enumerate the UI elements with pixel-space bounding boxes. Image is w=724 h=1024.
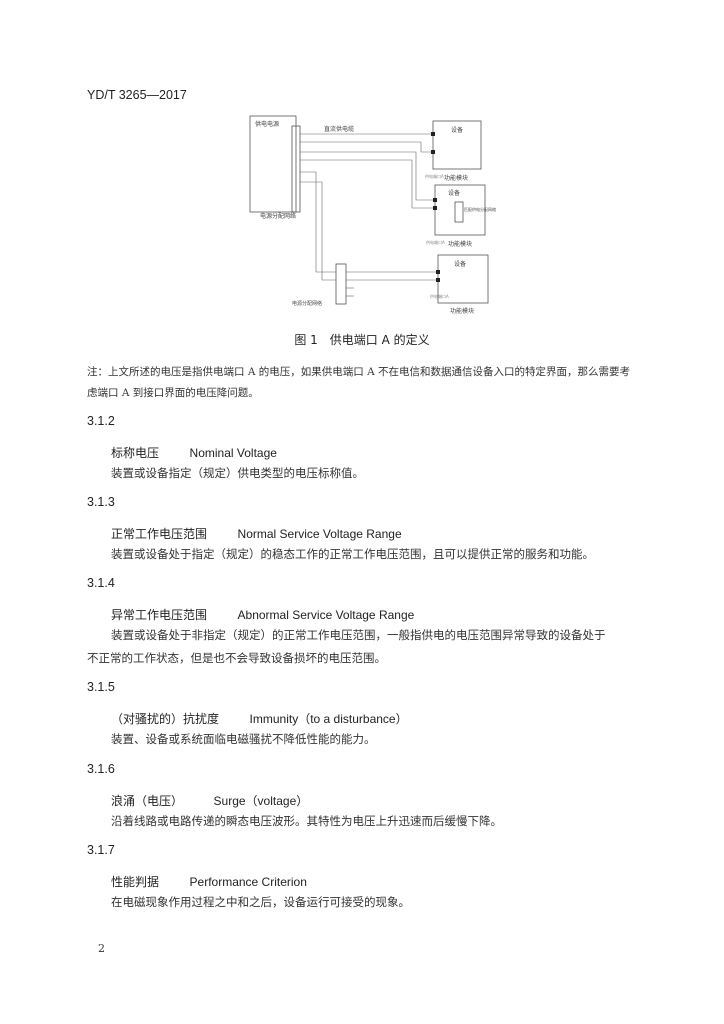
figure-note: 注：上文所述的电压是指供电端口 A 的电压，如果供电端口 A 不在电信和数据通信… xyxy=(87,366,631,399)
term-chinese: 标称电压 xyxy=(111,446,160,460)
term-definition: 装置或设备指定（规定）供电类型的电压标称值。 xyxy=(87,462,639,485)
term-chinese: 异常工作电压范围 xyxy=(111,608,208,622)
label-port-1: 供电端口A xyxy=(425,173,444,179)
term-definition: 装置或设备处于指定（规定）的稳态工作的正常工作电压范围，且可以提供正常的服务和功… xyxy=(87,543,639,566)
label-power-dist: 电源分配网络 xyxy=(260,212,296,220)
term-english: Abnormal Service Voltage Range xyxy=(237,608,415,622)
label-inner-dist: 匹配供电分配网络 xyxy=(464,206,496,212)
definition-line: 不正常的工作状态，但是也不会导致设备损坏的电压范围。 xyxy=(87,651,386,665)
term-chinese: 性能判据 xyxy=(111,875,160,889)
section-number: 3.1.2 xyxy=(87,414,115,428)
term-heading: 正常工作电压范围 Normal Service Voltage Range xyxy=(111,525,402,542)
term-english: Nominal Voltage xyxy=(189,446,277,460)
definition-line: 装置或设备处于非指定（规定）的正常工作电压范围，一般指供电的电压范围异常导致的设… xyxy=(111,628,606,642)
label-equipment-2: 设备 xyxy=(448,189,460,197)
module-2-inner-dist xyxy=(454,201,464,223)
term-heading: （对骚扰的）抗扰度 Immunity（to a disturbance） xyxy=(111,710,408,727)
term-chinese: （对骚扰的）抗扰度 xyxy=(111,712,220,726)
term-heading: 性能判据 Performance Criterion xyxy=(111,873,307,890)
section-number: 3.1.3 xyxy=(87,495,115,509)
term-heading: 异常工作电压范围 Abnormal Service Voltage Range xyxy=(111,606,414,623)
term-chinese: 正常工作电压范围 xyxy=(111,527,208,541)
label-func-module-2: 功能模块 xyxy=(448,240,472,248)
label-port-3: 供电端口A xyxy=(430,293,449,299)
definition-line: 在电磁现象作用过程之中和之后，设备运行可接受的现象。 xyxy=(111,895,410,909)
label-port-2: 供电端口A xyxy=(426,239,445,245)
label-equipment-1: 设备 xyxy=(451,126,463,134)
section-number: 3.1.6 xyxy=(87,762,115,776)
section-number: 3.1.5 xyxy=(87,680,115,694)
label-dist-net: 电源分配网络 xyxy=(292,300,322,307)
power-supply-box xyxy=(249,115,297,213)
label-func-module-3: 功能模块 xyxy=(450,307,474,315)
label-dc-cable: 直流供电缆 xyxy=(324,125,354,133)
definition-line: 装置或设备处于指定（规定）的稳态工作的正常工作电压范围，且可以提供正常的服务和功… xyxy=(111,547,594,561)
term-english: Normal Service Voltage Range xyxy=(237,527,402,541)
distribution-block-3 xyxy=(335,263,347,305)
term-heading: 浪涌（电压） Surge（voltage） xyxy=(111,792,308,809)
term-definition: 装置、设备或系统面临电磁骚扰不降低性能的能力。 xyxy=(87,728,639,751)
figure-caption: 图 1 供电端口 A 的定义 xyxy=(294,333,430,347)
distribution-bus xyxy=(291,125,301,213)
label-func-module-1: 功能模块 xyxy=(444,174,468,182)
definition-line: 装置、设备或系统面临电磁骚扰不降低性能的能力。 xyxy=(111,732,376,746)
label-equipment-3: 设备 xyxy=(454,260,466,268)
term-definition: 沿着线路或电路传递的瞬态电压波形。其特性为电压上升迅速而后缓慢下降。 xyxy=(87,810,639,833)
term-chinese: 浪涌（电压） xyxy=(111,794,184,808)
section-number: 3.1.7 xyxy=(87,843,115,857)
term-definition: 装置或设备处于非指定（规定）的正常工作电压范围，一般指供电的电压范围异常导致的设… xyxy=(87,624,639,670)
document-code: YD/T 3265—2017 xyxy=(87,88,187,102)
page-number: 2 xyxy=(98,942,105,955)
power-port-diagram: 供电电源 直流供电缆 设备 供电端口A 功能模块 电源分配网络 设备 匹配供电分… xyxy=(249,115,496,315)
definition-line: 沿着线路或电路传递的瞬态电压波形。其特性为电压上升迅速而后缓慢下降。 xyxy=(111,814,502,828)
term-english: Performance Criterion xyxy=(189,875,307,889)
definition-line: 装置或设备指定（规定）供电类型的电压标称值。 xyxy=(111,466,364,480)
term-english: Immunity（to a disturbance） xyxy=(249,712,408,726)
term-definition: 在电磁现象作用过程之中和之后，设备运行可接受的现象。 xyxy=(87,891,639,914)
section-number: 3.1.4 xyxy=(87,576,115,590)
term-english: Surge（voltage） xyxy=(213,794,309,808)
module-1-box xyxy=(432,120,482,170)
term-heading: 标称电压 Nominal Voltage xyxy=(111,444,277,461)
label-power-supply: 供电电源 xyxy=(255,120,279,128)
